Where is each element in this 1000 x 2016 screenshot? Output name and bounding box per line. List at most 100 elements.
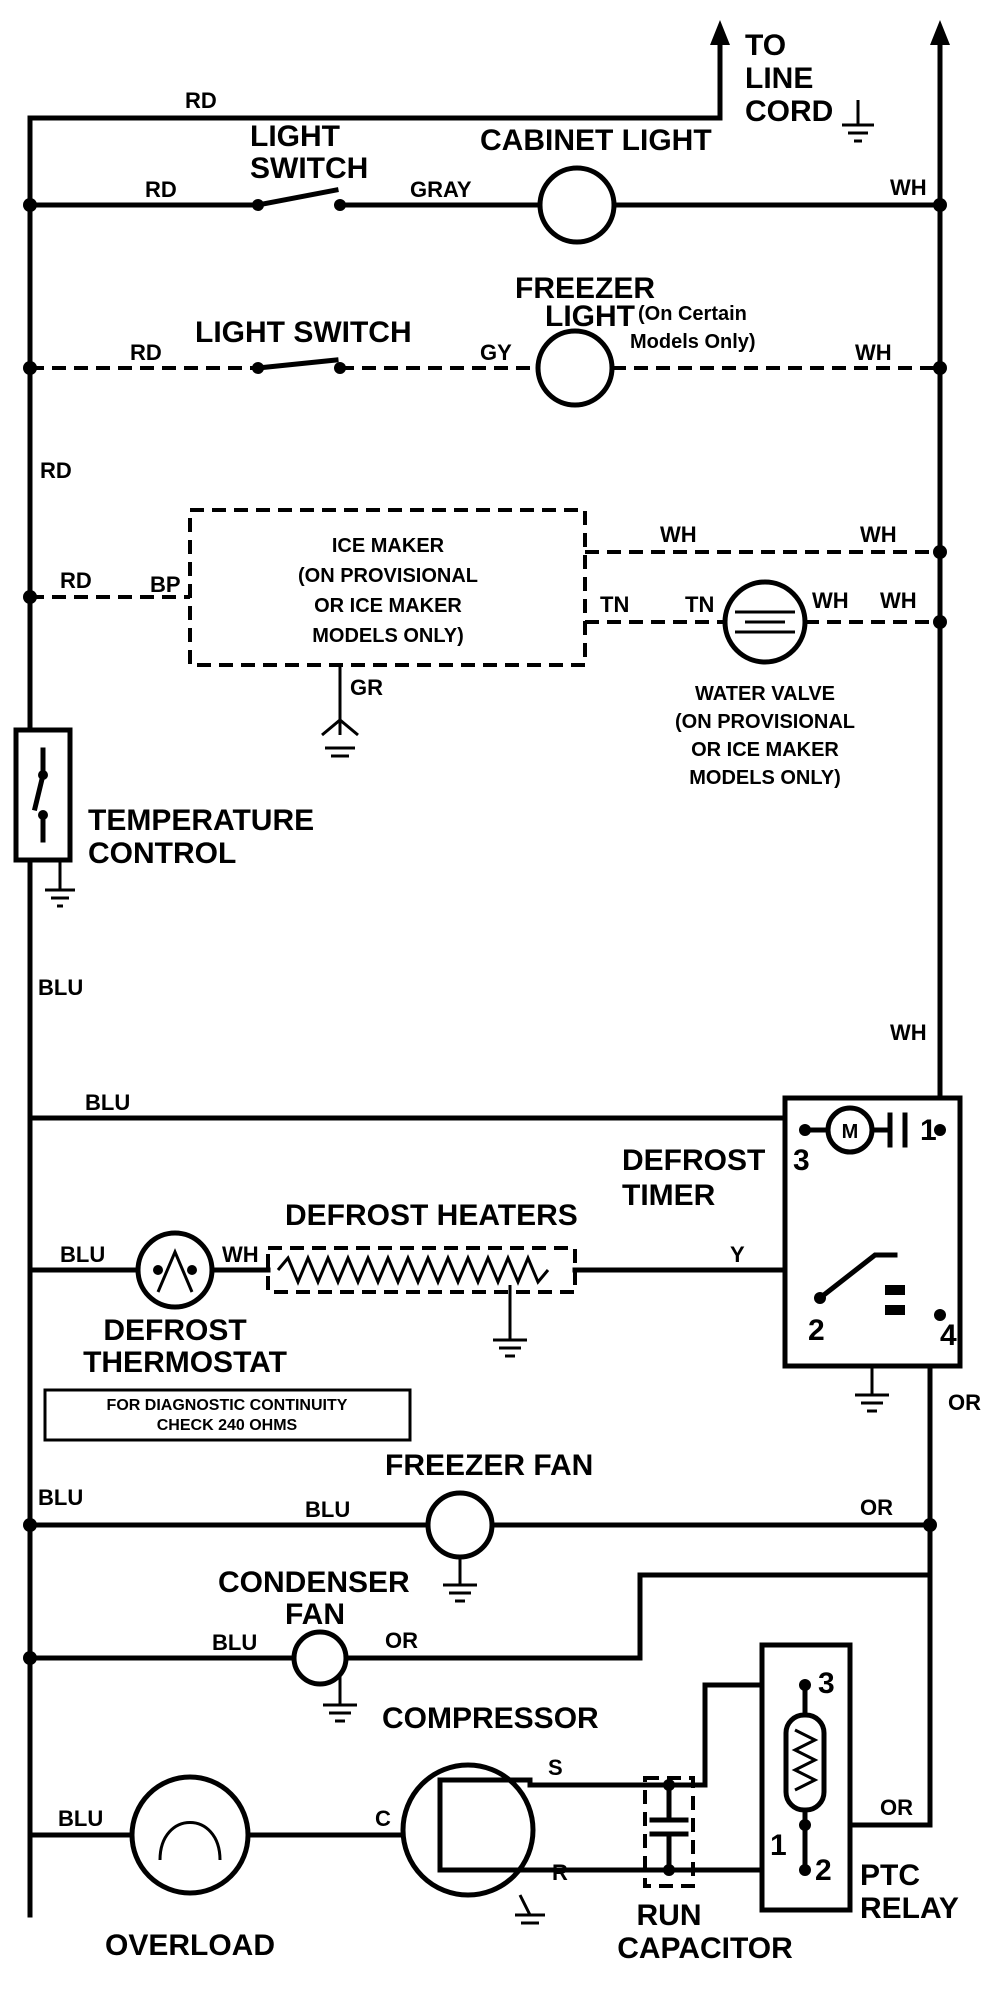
to-line-cord-line1: TO	[745, 29, 786, 62]
water-valve-label-line1: WATER VALVE	[695, 683, 835, 705]
wire-labels: RD RD GRAY WH RD GY WH RD RD BP WH WH TN…	[38, 88, 981, 1885]
wire-label-rd: RD	[40, 458, 72, 483]
ground-icon	[515, 1894, 545, 1925]
light-switch-1-blade	[255, 187, 339, 208]
terminal-dot	[934, 1124, 946, 1136]
to-line-cord-line3: CORD	[745, 95, 833, 128]
ground-icon	[493, 1338, 527, 1358]
defrost-timer-box	[782, 1095, 963, 1369]
wire-label-blu: BLU	[85, 1090, 130, 1115]
defrost-thermostat-label-line1: DEFROST	[103, 1314, 246, 1347]
run-capacitor-label-line1: RUN	[637, 1899, 702, 1932]
wire-label-wh: WH	[890, 1020, 927, 1045]
wires	[27, 37, 943, 1918]
freezer-light-note-line1: (On Certain	[638, 303, 747, 325]
light-switch-1-label-line1: LIGHT	[250, 120, 340, 153]
relay-terminal-1: 1	[770, 1829, 787, 1862]
wire-label-wh: WH	[660, 522, 697, 547]
wire-label-or: OR	[385, 1628, 418, 1653]
freezer-light-label-line1: FREEZER	[515, 272, 655, 305]
light-switch-1-label-line2: SWITCH	[250, 152, 368, 185]
terminal-dot	[663, 1779, 675, 1791]
defrost-thermostat	[135, 1230, 215, 1310]
ground-icon	[323, 1703, 357, 1723]
wire-label-rd: RD	[60, 568, 92, 593]
switch-contact	[334, 199, 346, 211]
switch-contact	[252, 362, 264, 374]
ptc-element-icon	[791, 1728, 819, 1792]
defrost-thermostat-label-line2: THERMOSTAT	[83, 1346, 287, 1379]
wire-label-wh: WH	[890, 175, 927, 200]
wire-label-blu: BLU	[38, 975, 83, 1000]
wire-label-wh: WH	[855, 340, 892, 365]
timer-contact	[885, 1305, 905, 1315]
junction-dots	[23, 198, 947, 1665]
freezer-light-note-line2: Models Only)	[630, 331, 756, 353]
heater-element-icon	[276, 1254, 550, 1286]
wire-label-wh: WH	[860, 522, 897, 547]
temperature-control-label-line2: CONTROL	[88, 837, 236, 870]
switch-contact	[38, 770, 48, 780]
terminal-dot	[663, 1864, 675, 1876]
wire-label-rd: RD	[145, 177, 177, 202]
ice-maker-box	[188, 508, 587, 667]
wire-label-blu: BLU	[305, 1497, 350, 1522]
switch-contact	[38, 810, 48, 820]
timer-contact	[885, 1285, 905, 1295]
switch-contact	[334, 362, 346, 374]
ground-icon	[842, 100, 874, 143]
defrost-timer-label-line2: TIMER	[622, 1179, 716, 1212]
water-valve-label-line4: MODELS ONLY)	[689, 767, 841, 789]
wire-label-or: OR	[948, 1390, 981, 1415]
ice-maker-label-line4: MODELS ONLY)	[312, 625, 464, 647]
condenser-fan-label-line2: FAN	[285, 1598, 345, 1631]
wire-label-blu: BLU	[60, 1242, 105, 1267]
junction-dot	[23, 361, 37, 375]
wire-label-gy: GY	[480, 340, 512, 365]
cabinet-light-bulb	[537, 165, 617, 245]
ground-icon	[321, 718, 359, 758]
ground-icon	[443, 1557, 477, 1603]
timer-terminal-2: 2	[808, 1314, 825, 1347]
water-valve-label-line3: OR ICE MAKER	[691, 739, 839, 761]
junction-dot	[933, 198, 947, 212]
diagnostic-note-line1: FOR DIAGNOSTIC CONTINUITY	[107, 1397, 348, 1414]
light-switch-2-label: LIGHT SWITCH	[195, 316, 412, 349]
relay-terminal-2: 2	[815, 1854, 832, 1887]
timer-terminal-1: 1	[920, 1114, 937, 1147]
freezer-light-bulb	[535, 328, 615, 408]
water-valve-label-line2: (ON PROVISIONAL	[675, 711, 855, 733]
switch-contact	[252, 199, 264, 211]
terminal-dot	[799, 1864, 811, 1876]
cabinet-light-label: CABINET LIGHT	[480, 124, 712, 157]
timer-motor-symbol: M	[842, 1121, 859, 1143]
compressor-label: COMPRESSOR	[382, 1702, 599, 1735]
timer-terminal-3: 3	[793, 1144, 810, 1177]
freezer-light-label-line2: LIGHT	[545, 300, 635, 333]
wire-label-wh: WH	[812, 588, 849, 613]
ground-icon	[855, 1366, 889, 1413]
wire-label-c: C	[375, 1806, 391, 1831]
terminal-dot	[799, 1124, 811, 1136]
condenser-fan-label-line1: CONDENSER	[218, 1566, 410, 1599]
light-switch-2-blade	[255, 357, 339, 371]
overload-label: OVERLOAD	[105, 1929, 275, 1962]
terminal-dot	[799, 1679, 811, 1691]
freezer-fan-motor	[425, 1490, 495, 1560]
compressor-motor	[400, 1762, 536, 1898]
wire-label-wh: WH	[222, 1242, 259, 1267]
line-cord: TO LINE CORD	[710, 20, 950, 143]
run-capacitor-box	[643, 1776, 695, 1888]
ptc-relay-label-line2: RELAY	[860, 1892, 959, 1925]
wire-label-gray: GRAY	[410, 177, 472, 202]
junction-dot	[23, 1518, 37, 1532]
terminal-dot	[153, 1265, 163, 1275]
relay-terminal-3: 3	[818, 1667, 835, 1700]
ptc-thermistor	[783, 1712, 827, 1813]
wire-s-compressor	[527, 1682, 793, 1788]
wire-label-s: S	[548, 1755, 563, 1780]
wire-label-wh: WH	[880, 588, 917, 613]
wire-label-tn: TN	[685, 592, 714, 617]
wire-label-blu: BLU	[38, 1485, 83, 1510]
